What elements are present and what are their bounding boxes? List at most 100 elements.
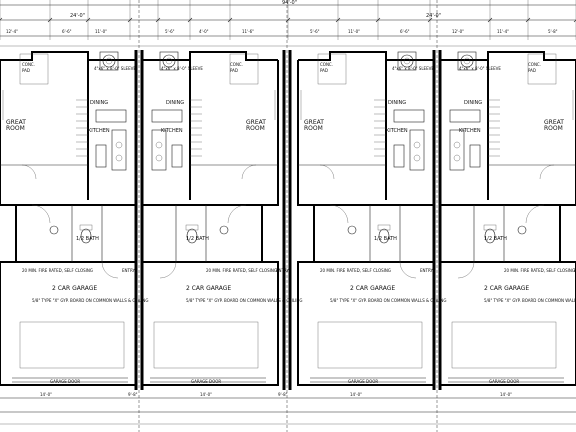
dim-tick-mark	[525, 17, 531, 23]
dim-tick-mark	[487, 17, 493, 23]
dining-label: DINING	[166, 100, 184, 106]
dim-bottom: 9'-8"	[128, 392, 138, 397]
dim-seg: 6'-6"	[400, 29, 410, 34]
conc-pad-label: PAD	[320, 68, 328, 73]
dim-seg: 6'-6"	[62, 29, 72, 34]
kitchen-label: KITCHEN	[161, 128, 183, 134]
fire-door-note: 20 MIN. FIRE RATED, SELF CLOSING	[504, 268, 575, 273]
conc-pad-label: PAD	[230, 68, 238, 73]
unit-walls	[142, 51, 279, 386]
dim-tick-mark	[0, 17, 3, 21]
great-room-label: ROOM	[6, 125, 25, 132]
bottom-dimension-strings: 14'-0" 9'-8" 14'-0" 9'-8" 14'-0" 14'-0"	[0, 392, 576, 425]
dining-label: DINING	[464, 100, 482, 106]
dim-bottom: 14'-0"	[40, 392, 52, 397]
gyp-board-note: 5/8" TYPE "X" GYP. BOARD ON COMMON WALLS…	[484, 298, 576, 303]
townhouse-unit	[142, 51, 279, 386]
dim-tick-mark	[155, 17, 161, 23]
dim-seg: 5'-8"	[548, 29, 558, 34]
dim-bottom: 9'-8"	[278, 392, 288, 397]
dim-top-mid: 94'-0"	[282, 0, 297, 6]
dim-tick-mark	[427, 17, 433, 23]
entry-label: ENTRY	[122, 268, 135, 273]
top-dimension-strings: 24'-0" 94'-0" 24'-0" 12'-4" 6'-6" 11'-0"…	[0, 0, 576, 47]
conc-pad-label: PAD	[22, 68, 30, 73]
dim-seg: 11'-0"	[348, 29, 360, 34]
great-room-label: ROOM	[246, 125, 265, 132]
great-room-label: GREAT	[544, 119, 564, 126]
dim-seg: 11'-4"	[497, 29, 509, 34]
dining-label: DINING	[90, 100, 108, 106]
half-bath-label: 1/2 BATH	[76, 236, 99, 242]
townhouse-unit	[440, 51, 576, 386]
dim-bottom: 14'-0"	[500, 392, 512, 397]
gyp-board-note: 5/8" TYPE "X" GYP. BOARD ON COMMON WALLS…	[186, 298, 302, 303]
dim-tick-mark	[227, 17, 233, 23]
entry-label: ENTRY	[420, 268, 433, 273]
dim-bottom: 14'-0"	[200, 392, 212, 397]
entry-label: ENTRY	[574, 268, 576, 273]
dim-bottom: 14'-0"	[350, 392, 362, 397]
kitchen-label: KITCHEN	[386, 128, 408, 134]
fire-door-note: 20 MIN. FIRE RATED, SELF CLOSING	[206, 268, 277, 273]
half-bath-label: 1/2 BATH	[374, 236, 397, 242]
sleeve-label: 4"x6" x 8'-0" SLEEVE	[94, 66, 136, 71]
dim-seg: 11'-6"	[242, 29, 254, 34]
dim-seg: 4'-0"	[199, 29, 209, 34]
dim-tick-mark	[47, 17, 53, 23]
dim-tick-mark	[285, 17, 291, 23]
dim-top-left: 24'-0"	[70, 13, 85, 19]
great-room-label: GREAT	[304, 119, 324, 126]
kitchen-label: KITCHEN	[459, 128, 481, 134]
great-room-label: ROOM	[544, 125, 563, 132]
sleeve-label: 4"x6" x 8'-0" SLEEVE	[392, 66, 434, 71]
centerlines	[138, 0, 438, 432]
dim-tick-mark	[375, 17, 381, 23]
conc-pad-label: PAD	[528, 68, 536, 73]
gyp-board-note: 5/8" TYPE "X" GYP. BOARD ON COMMON WALLS…	[32, 298, 148, 303]
conc-pad-label: CONC.	[22, 62, 35, 67]
dim-seg: 11'-0"	[95, 29, 107, 34]
dim-seg: 5'-6"	[310, 29, 320, 34]
garage-label: 2 CAR GARAGE	[52, 285, 97, 292]
garage-door-label: GARAGE DOOR	[348, 379, 378, 384]
half-bath-label: 1/2 BATH	[186, 236, 209, 242]
conc-pad-label: CONC.	[230, 62, 243, 67]
townhouse-unit	[0, 51, 136, 386]
garage-label: 2 CAR GARAGE	[484, 285, 529, 292]
half-bath-label: 1/2 BATH	[484, 236, 507, 242]
party-walls	[134, 50, 442, 390]
dim-tick-mark	[127, 17, 133, 23]
garage-door-label: GARAGE DOOR	[50, 379, 80, 384]
great-room-label: GREAT	[246, 119, 266, 126]
dim-tick-mark	[335, 17, 341, 23]
dim-seg: 12'-4"	[6, 29, 18, 34]
kitchen-label: KITCHEN	[88, 128, 110, 134]
dim-top-right: 24'-0"	[426, 13, 441, 19]
dining-label: DINING	[388, 100, 406, 106]
gyp-board-note: 5/8" TYPE "X" GYP. BOARD ON COMMON WALLS…	[330, 298, 446, 303]
great-room-label: ROOM	[304, 125, 323, 132]
dim-seg: 12'-0"	[452, 29, 464, 34]
great-room-label: GREAT	[6, 119, 26, 126]
dim-tick-mark	[187, 17, 193, 23]
sleeve-label: 4"x6" x 8'-0" SLEEVE	[459, 66, 501, 71]
garage-label: 2 CAR GARAGE	[350, 285, 395, 292]
garage-door-label: GARAGE DOOR	[489, 379, 519, 384]
townhouse-unit	[297, 51, 434, 386]
conc-pad-label: CONC.	[320, 62, 333, 67]
dim-tick-mark	[573, 19, 576, 23]
unit-walls	[440, 51, 576, 386]
unit-walls	[0, 51, 136, 386]
fire-door-note: 20 MIN. FIRE RATED, SELF CLOSING	[320, 268, 391, 273]
unit-walls	[297, 51, 434, 386]
garage-door-label: GARAGE DOOR	[191, 379, 221, 384]
dim-tick-mark	[85, 17, 91, 23]
fire-door-note: 20 MIN. FIRE RATED, SELF CLOSING	[22, 268, 93, 273]
dim-seg: 5'-6"	[165, 29, 175, 34]
